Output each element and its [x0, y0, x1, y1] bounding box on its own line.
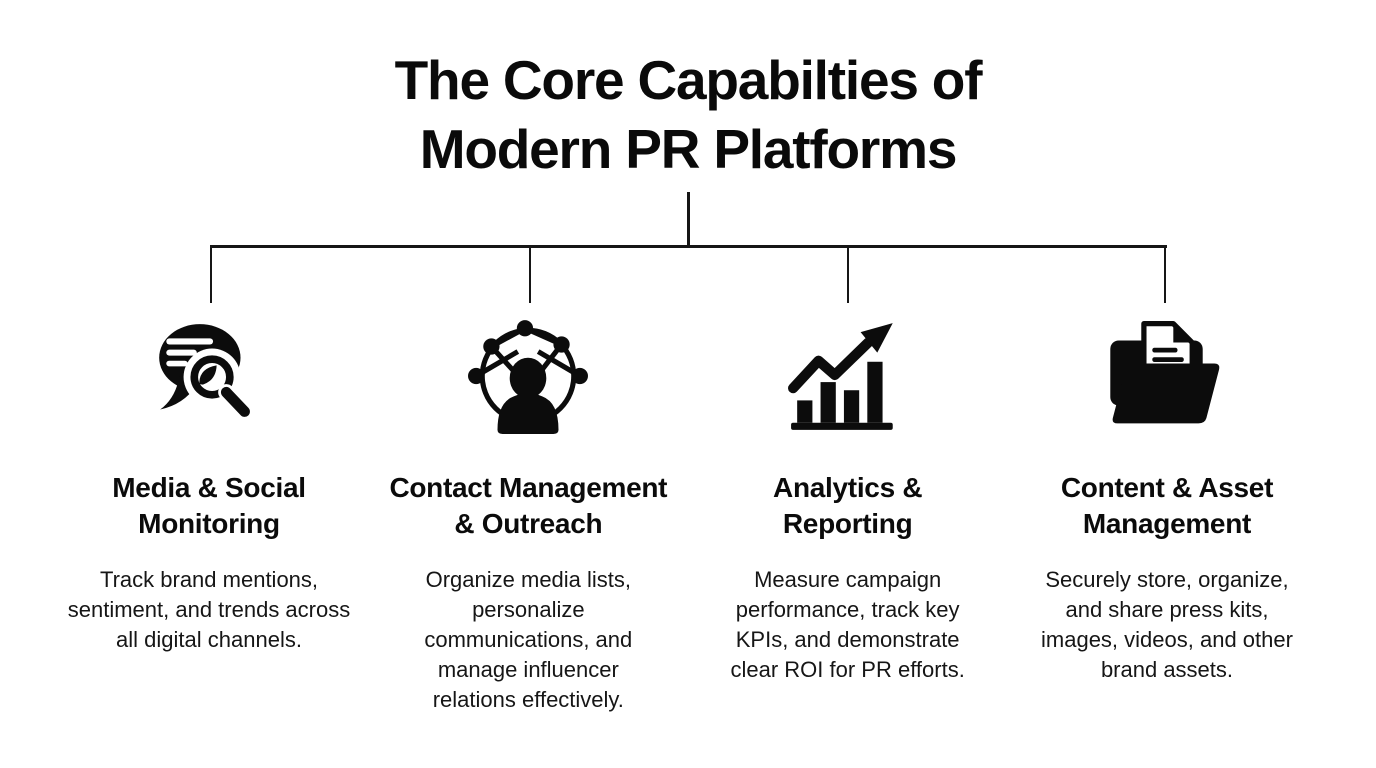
speech-bubble-magnifier-icon — [159, 324, 253, 420]
heading-line-1: Analytics & — [773, 472, 923, 503]
column-body: Organize media lists, personalize commun… — [424, 567, 633, 712]
contact-network-icon — [467, 302, 589, 440]
connector-drop-4 — [1164, 247, 1166, 303]
media-monitoring-icon — [146, 302, 272, 440]
column-body: Track brand mentions, sentiment, and tre… — [67, 567, 351, 652]
heading-line-2: Monitoring — [138, 508, 280, 539]
column-heading: Contact Management & Outreach — [389, 470, 667, 542]
connector-drop-1 — [210, 247, 212, 303]
column-content-assets: Content & Asset Management Securely stor… — [1008, 302, 1326, 715]
connector-drop-3 — [847, 247, 849, 303]
open-folder-document-icon — [1110, 321, 1220, 424]
column-body: Measure campaign performance, track key … — [730, 567, 965, 682]
heading-line-1: Media & Social — [112, 472, 306, 503]
column-media-monitoring: Media & Social Monitoring Track brand me… — [50, 302, 368, 715]
connector-stem — [687, 192, 690, 246]
bar-chart-arrow-icon — [787, 323, 893, 430]
column-contact-management: Contact Management & Outreach Organize m… — [369, 302, 687, 715]
connector-horizontal — [210, 245, 1167, 248]
person-network-icon — [468, 320, 589, 434]
capability-columns: Media & Social Monitoring Track brand me… — [50, 302, 1326, 715]
column-heading: Analytics & Reporting — [773, 470, 923, 542]
title-line-1: The Core Capabilties of — [394, 49, 983, 111]
column-body: Securely store, organize, and share pres… — [1041, 567, 1293, 682]
column-analytics-reporting: Analytics & Reporting Measure campaign p… — [689, 302, 1007, 715]
heading-line-1: Content & Asset — [1060, 472, 1274, 503]
heading-line-2: Management — [1082, 508, 1252, 539]
heading-line-2: Reporting — [782, 508, 913, 539]
page-title: The Core Capabilties of Modern PR Platfo… — [0, 46, 1376, 184]
title-line-2: Modern PR Platforms — [419, 118, 958, 180]
folder-assets-icon — [1104, 302, 1230, 440]
heading-line-1: Contact Management — [389, 472, 668, 503]
connector-drop-2 — [529, 247, 531, 303]
column-heading: Media & Social Monitoring — [112, 470, 306, 542]
heading-line-2: & Outreach — [454, 508, 603, 539]
analytics-chart-icon — [787, 302, 909, 440]
column-heading: Content & Asset Management — [1060, 470, 1274, 542]
